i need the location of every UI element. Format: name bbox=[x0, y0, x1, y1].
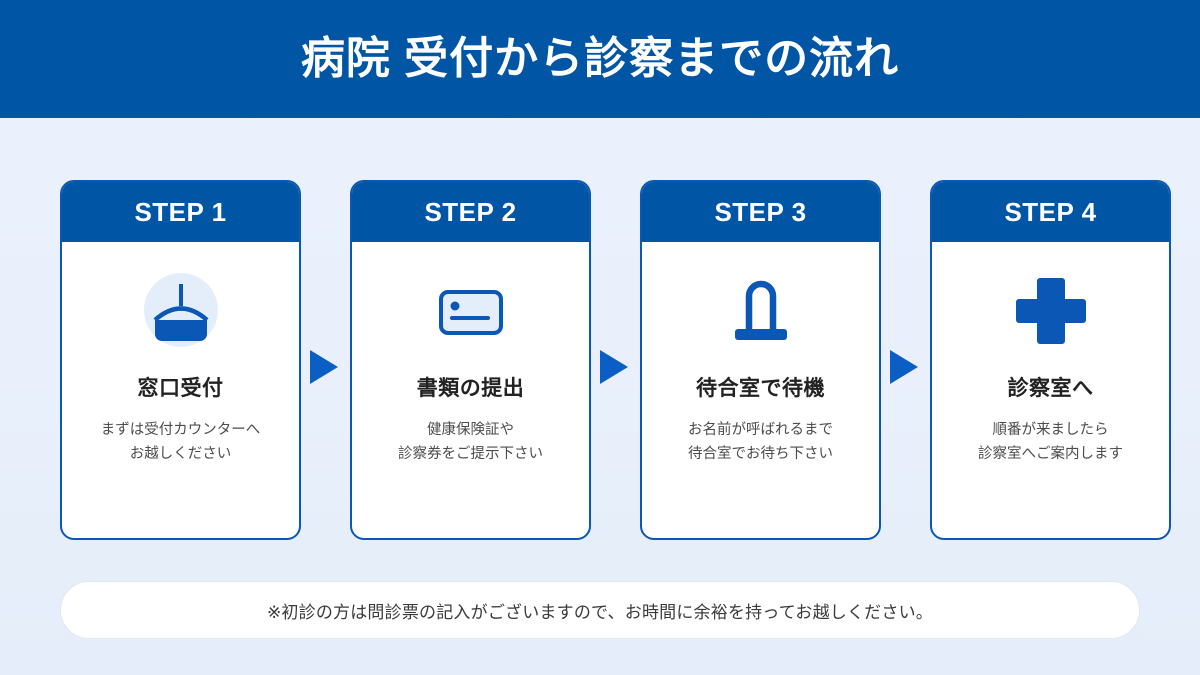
header-banner: 病院 受付から診察までの流れ bbox=[0, 0, 1200, 118]
arrow-step3-step4-icon bbox=[890, 350, 918, 384]
step-body-4: 診察室へ 順番が来ましたら 診察室へご案内します bbox=[932, 242, 1169, 538]
step-card-4[interactable]: STEP 4 診察室へ 順番が来ましたら 診察室へご案内します bbox=[930, 180, 1171, 540]
step-card-3[interactable]: STEP 3 待合室で待機 お名前が呼ばれるまで 待合室でお待ち下さい bbox=[640, 180, 881, 540]
step-description-4: 順番が来ましたら 診察室へご案内します bbox=[978, 422, 1123, 462]
step-body-1: 窓口受付 まずは受付カウンターへ お越しください bbox=[62, 242, 299, 538]
page-title: 病院 受付から診察までの流れ bbox=[300, 34, 900, 83]
step-body-3: 待合室で待機 お名前が呼ばれるまで 待合室でお待ち下さい bbox=[642, 242, 879, 538]
step-title-2: 書類の提出 bbox=[416, 377, 525, 400]
footer-note-text: ※初診の方は問診票の記入がございますので、お時間に余裕を持ってお越しください。 bbox=[266, 602, 933, 622]
step-badge-4: STEP 4 bbox=[932, 182, 1169, 242]
reception-bell-icon bbox=[62, 260, 299, 360]
arrow-step1-step2-icon bbox=[310, 350, 338, 384]
step-badge-1: STEP 1 bbox=[62, 182, 299, 242]
step-description-2: 健康保険証や 診察券をご提示下さい bbox=[398, 422, 543, 462]
step-description-3: お名前が呼ばれるまで 待合室でお待ち下さい bbox=[688, 422, 833, 462]
step-title-4: 診察室へ bbox=[1007, 377, 1094, 400]
medical-cross-icon bbox=[932, 260, 1169, 360]
step-body-2: 書類の提出 健康保険証や 診察券をご提示下さい bbox=[352, 242, 589, 538]
step-card-2[interactable]: STEP 2 書類の提出 健康保険証や 診察券をご提示下さい bbox=[350, 180, 591, 540]
arrow-step2-step3-icon bbox=[600, 350, 628, 384]
step-title-1: 窓口受付 bbox=[137, 377, 224, 400]
insurance-card-icon bbox=[352, 260, 589, 360]
footer-note: ※初診の方は問診票の記入がございますので、お時間に余裕を持ってお越しください。 bbox=[60, 581, 1140, 639]
waiting-chair-icon bbox=[642, 260, 879, 360]
step-description-1: まずは受付カウンターへ お越しください bbox=[100, 422, 261, 462]
step-card-1[interactable]: STEP 1 窓口受付 まずは受付カウンターへ お越しください bbox=[60, 180, 301, 540]
step-badge-2: STEP 2 bbox=[352, 182, 589, 242]
step-badge-3: STEP 3 bbox=[642, 182, 879, 242]
step-title-3: 待合室で待機 bbox=[696, 377, 825, 400]
steps-container: STEP 1 窓口受付 まずは受付カウンターへ お越しください STEP 2 bbox=[0, 180, 1200, 540]
